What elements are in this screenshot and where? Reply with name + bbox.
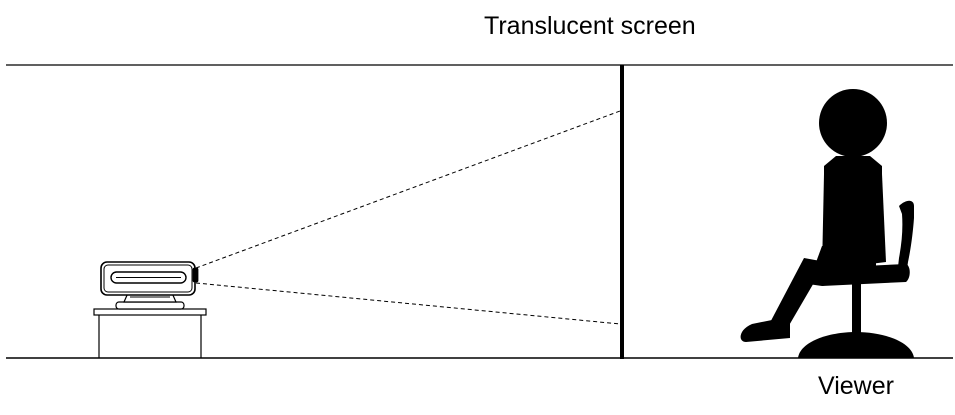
projector-table: [93, 308, 207, 358]
translucent-screen-label: Translucent screen: [484, 12, 696, 40]
projection-beam-lower: [195, 282, 621, 325]
projector: [100, 261, 199, 310]
viewer-person: [740, 89, 887, 342]
viewer-label: Viewer: [818, 372, 894, 400]
projection-beam-upper: [195, 110, 621, 269]
viewer-head: [819, 89, 887, 157]
